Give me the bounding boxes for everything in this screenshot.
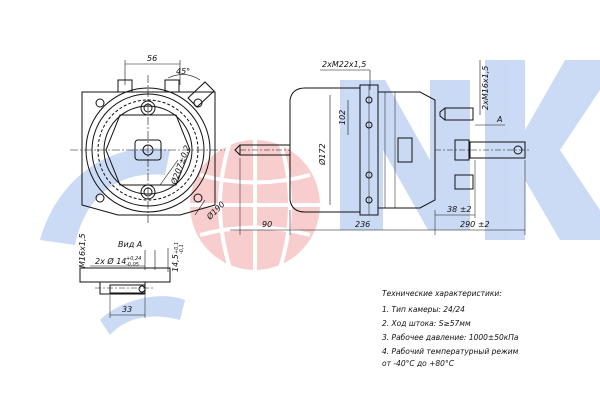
- dim-angle: 45°: [176, 67, 190, 76]
- dim-290: 290 ±2: [460, 220, 490, 229]
- watermark-letter-n: [340, 80, 470, 230]
- watermark-globe: [190, 140, 320, 270]
- watermark-letter-k: [485, 60, 600, 240]
- view-a-width: 33: [122, 305, 132, 314]
- specs-title: Технические характеристики:: [382, 289, 502, 298]
- dim-d102: 102: [338, 110, 347, 125]
- side-view: [230, 60, 530, 235]
- spec-line-3: 3. Рабочее давление: 1000±50кПа: [382, 333, 519, 342]
- front-view: [70, 60, 225, 225]
- spec-line-5: от -40°С до +80°С: [382, 359, 454, 368]
- view-a-plate: [79, 267, 171, 283]
- view-a-holes-tol-lower: -0,05: [126, 262, 139, 268]
- view-a-title: Вид A: [118, 240, 142, 249]
- dim-rod-a: A: [496, 115, 502, 124]
- dim-56: 56: [147, 54, 157, 63]
- spring-chamber: [377, 91, 436, 209]
- spec-line-4: 4. Рабочий температурный режим: [382, 347, 519, 356]
- view-a-thread: M16x1,5: [78, 233, 87, 268]
- dim-38: 38 ±2: [447, 205, 472, 214]
- spec-line-1: 1. Тип камеры: 24/24: [382, 305, 465, 314]
- view-a-holes-tol-upper: +0,24: [126, 256, 141, 262]
- upper-fitting: [444, 107, 474, 121]
- dim-thread-right: 2xM16x1,5: [481, 66, 490, 110]
- front-flange: [81, 91, 216, 216]
- dim-90: 90: [262, 220, 272, 229]
- dim-236: 236: [355, 220, 370, 229]
- view-a-height: 14,5: [171, 254, 180, 272]
- view-a-stud: [109, 284, 146, 294]
- spec-line-2: 2. Ход штока: S≥57мм: [382, 319, 471, 328]
- view-a-holes: 2x Ø 14: [95, 256, 126, 266]
- view-a-height-tol-lower: -0,1: [179, 244, 185, 254]
- view-a-height-tol-upper: +0,1: [174, 242, 180, 254]
- watermark-blue-arc: [40, 148, 170, 245]
- dim-thread-top: 2xM22x1,5: [322, 60, 366, 69]
- dim-d172: Ø172: [317, 143, 327, 166]
- lower-fitting: [454, 174, 474, 190]
- watermark: [40, 60, 600, 335]
- watermark-blue-arc-2: [100, 296, 185, 335]
- view-a: [79, 248, 171, 318]
